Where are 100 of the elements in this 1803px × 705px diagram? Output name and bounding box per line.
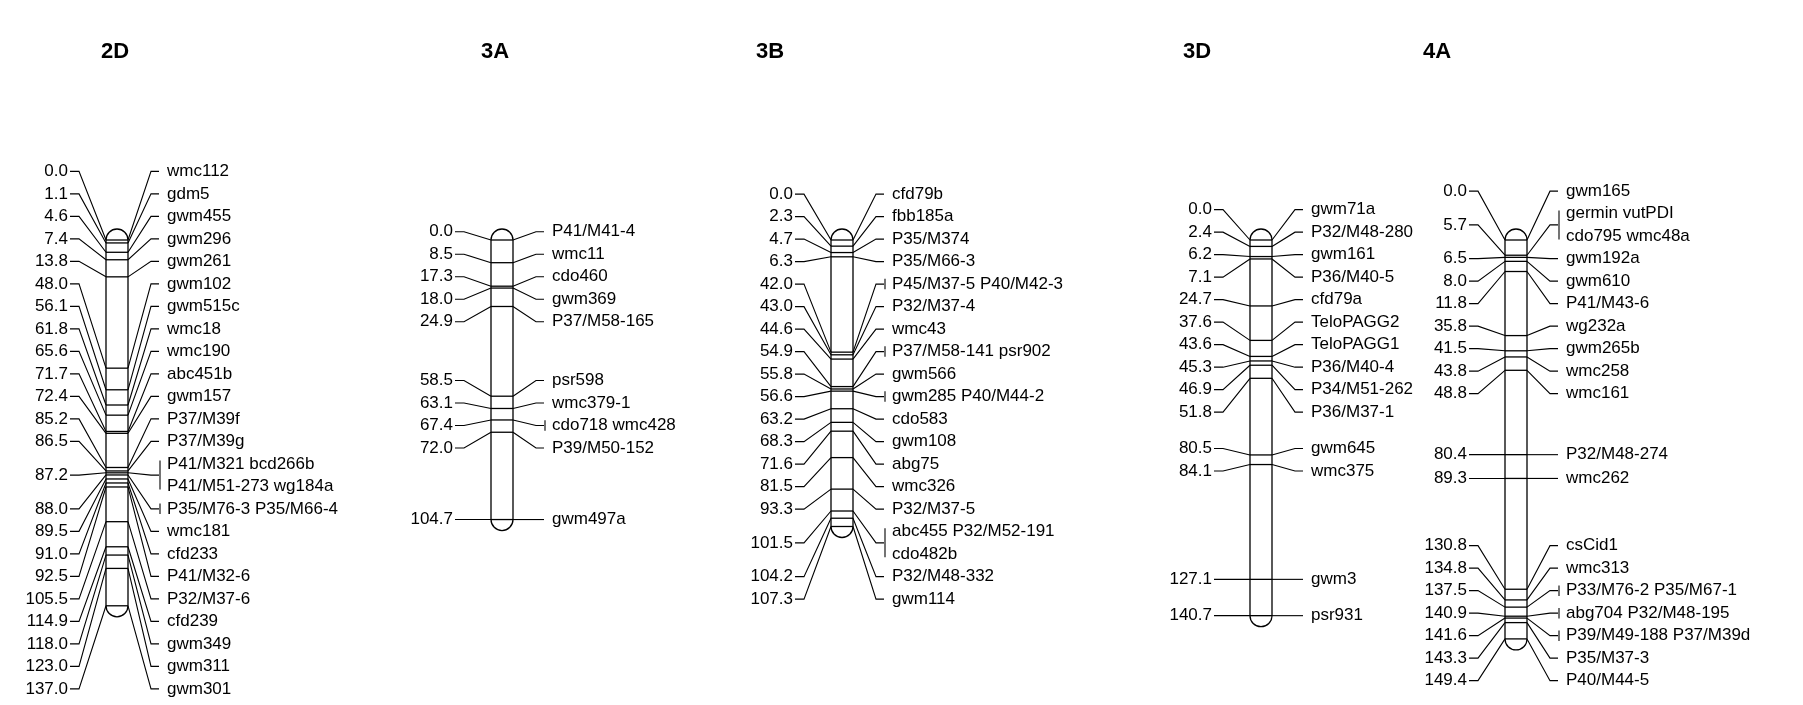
leader-line (1271, 615, 1304, 617)
map-position: 42.0 (759, 272, 793, 296)
leader-line (1526, 270, 1559, 305)
leader-line (512, 519, 545, 521)
marker-name: psr598 (552, 369, 604, 392)
marker-name: P37/M39f (167, 407, 240, 431)
leader-line (1526, 638, 1559, 682)
marker-name: gwm192a (1566, 247, 1640, 270)
leader-line (512, 431, 545, 449)
leader-line (454, 402, 492, 410)
leader-line (1271, 209, 1304, 241)
leader-line (1213, 258, 1251, 278)
leader-line (127, 395, 160, 434)
leader-line (454, 431, 492, 449)
leader-line (512, 287, 545, 300)
marker-name: P35/M76-3 P35/M66-4 (167, 497, 339, 521)
map-position: 37.6 (1178, 310, 1212, 334)
leader-line (852, 256, 885, 263)
marker-name: P32/M48-332 (892, 565, 995, 588)
leader-line (794, 306, 832, 356)
chromosome-bar (105, 228, 129, 618)
leader-line (852, 421, 885, 443)
map-position: 48.8 (1433, 382, 1467, 405)
chromosome-title: 2D (100, 38, 130, 64)
map-position: 104.7 (410, 508, 453, 531)
leader-line (1526, 224, 1559, 256)
leader-line (794, 373, 832, 390)
marker-name: gwm645 (1311, 437, 1376, 460)
map-position: 93.3 (759, 497, 793, 521)
marker-name: P40/M44-5 (1566, 669, 1650, 692)
leader-line (1468, 477, 1506, 479)
map-position: 43.6 (1178, 333, 1212, 356)
leader-line (1468, 612, 1506, 617)
map-position: 7.4 (44, 227, 68, 251)
map-position: 137.5 (1424, 579, 1467, 602)
chromosome-bar (1249, 228, 1273, 628)
leader-line (69, 554, 107, 645)
leader-line (127, 283, 160, 369)
leader-line (1213, 209, 1251, 241)
leader-line (69, 472, 107, 476)
leader-line (127, 482, 160, 555)
marker-name: abc451b (167, 362, 233, 386)
map-position: 6.5 (1443, 247, 1467, 270)
leader-line (127, 554, 160, 645)
map-position: 6.3 (769, 250, 793, 273)
marker-name: TeloPAGG2 (1311, 310, 1400, 334)
leader-line (127, 521, 160, 600)
leader-line (852, 373, 885, 390)
leader-line (794, 421, 832, 443)
leader-line (69, 260, 107, 278)
leader-line (127, 605, 160, 690)
leader-line (512, 253, 545, 264)
marker-name: wmc112 (167, 160, 230, 183)
map-position: 2.4 (1188, 220, 1212, 244)
marker-name: gwm296 (167, 227, 232, 251)
marker-name: gwm515c (167, 295, 240, 318)
leader-line (1213, 360, 1251, 368)
leader-line (1526, 325, 1559, 337)
map-position: 88.0 (34, 497, 68, 521)
marker-name: gwm566 (892, 362, 957, 386)
leader-line (69, 373, 107, 432)
map-position: 89.3 (1433, 467, 1467, 490)
marker-name: TeloPAGG1 (1311, 333, 1400, 356)
leader-line (794, 510, 832, 544)
marker-name: csCid1 (1566, 534, 1618, 557)
leader-line (512, 305, 545, 323)
marker-name: wmc43 (892, 317, 946, 341)
chromosome-bar (1504, 228, 1528, 651)
leader-line (69, 440, 107, 472)
marker-name: gwm71a (1311, 198, 1376, 221)
map-position: 85.2 (34, 407, 68, 431)
map-position: 56.6 (759, 385, 793, 408)
leader-line (69, 395, 107, 434)
marker-name: P32/M48-274 (1566, 443, 1669, 466)
leader-line (794, 216, 832, 247)
marker-name: gwm157 (167, 385, 232, 408)
leader-line (454, 305, 492, 323)
leader-line (127, 193, 160, 244)
leader-line (1526, 190, 1559, 241)
marker-name: P41/M43-6 (1566, 292, 1650, 315)
leader-line (1271, 254, 1304, 258)
leader-line (512, 379, 545, 397)
map-position: 91.0 (34, 542, 68, 566)
map-position: 58.5 (419, 369, 453, 392)
leader-line (454, 253, 492, 264)
leader-line (852, 283, 885, 353)
marker-name: gwm301 (167, 677, 232, 701)
leader-line (69, 283, 107, 369)
map-position: 0.0 (429, 220, 453, 243)
marker-name: P35/M66-3 (892, 250, 976, 273)
map-position: 67.4 (419, 414, 453, 437)
leader-line (69, 418, 107, 469)
leader-line (1271, 299, 1304, 307)
leader-line (1526, 567, 1559, 601)
map-position: 92.5 (34, 565, 68, 588)
marker-name: P36/M37-1 (1311, 400, 1395, 424)
map-position: 0.0 (1443, 179, 1467, 203)
map-position: 4.6 (44, 205, 68, 228)
marker-name: P37/M39g (167, 430, 245, 453)
leader-line (1526, 454, 1559, 456)
